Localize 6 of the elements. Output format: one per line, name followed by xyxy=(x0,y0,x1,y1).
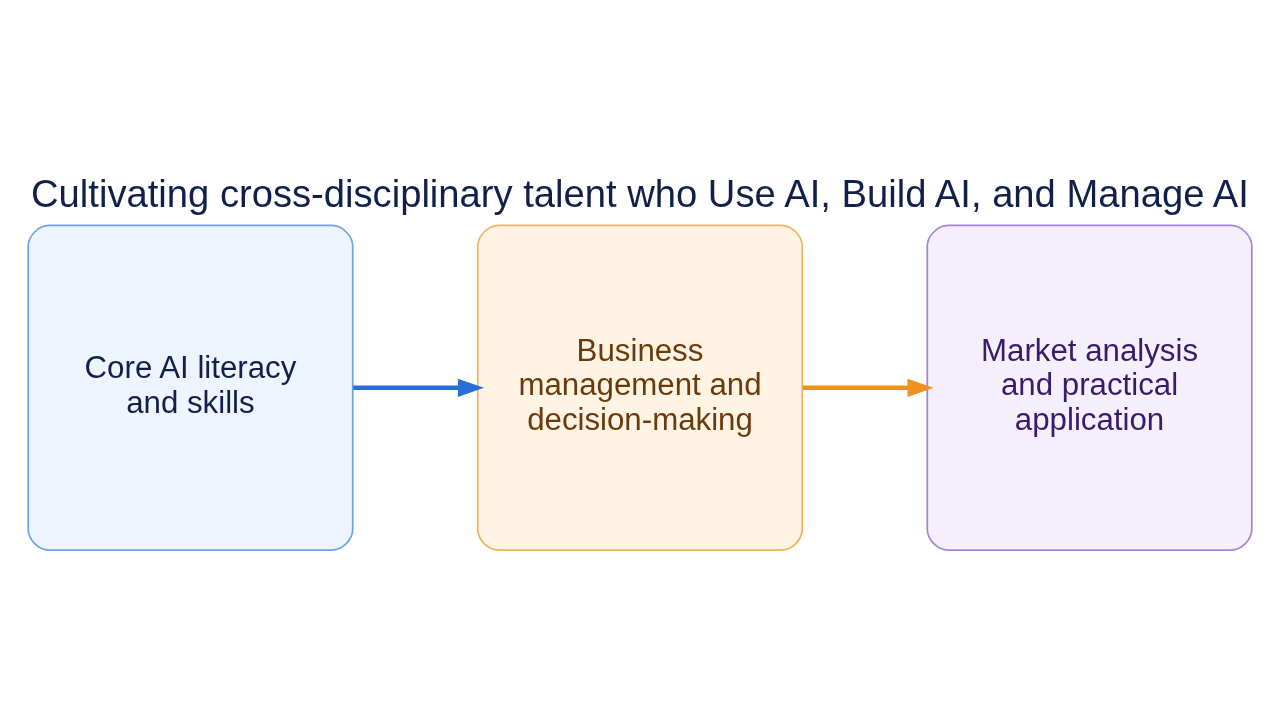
arrow xyxy=(802,378,934,397)
diagram-title: Cultivating cross-disciplinary talent who Use AI, Build AI, and Manage AI xyxy=(31,172,1249,216)
arrow xyxy=(353,378,484,397)
node-box: Core AI literacy and skills xyxy=(27,224,354,551)
node-box: Business management and decision-making xyxy=(476,224,804,551)
node-box: Market analysis and practical application xyxy=(926,224,1253,551)
